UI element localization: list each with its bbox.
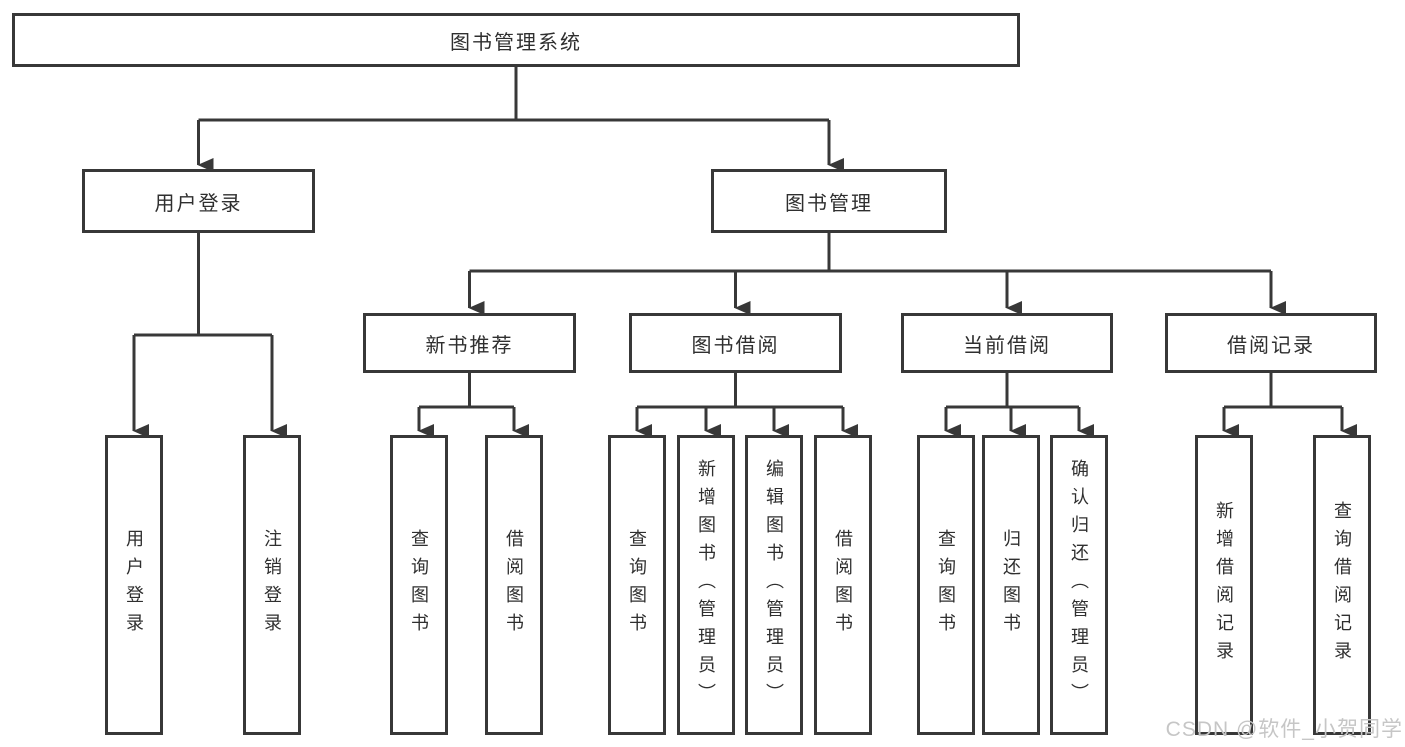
node-borrowing-records-label: 借阅记录 — [1227, 334, 1315, 357]
node-leaf-current-return-books: 归还图书 — [982, 435, 1040, 735]
node-book-borrowing-label: 图书借阅 — [691, 334, 780, 357]
csdn-watermark: CSDN @软件_小贺同学 — [1165, 718, 1403, 741]
node-current-borrowing: 当前借阅 — [901, 313, 1113, 373]
node-leaf-user-login: 用户登录 — [105, 435, 163, 735]
node-new-book-recommend: 新书推荐 — [363, 313, 576, 373]
node-book-borrowing: 图书借阅 — [629, 313, 842, 373]
node-new-book-recommend-label: 新书推荐 — [425, 334, 514, 357]
node-leaf-borrow-edit-books-admin: 编辑图书（管理员） — [745, 435, 803, 735]
node-root-label: 图书管理系统 — [450, 31, 582, 54]
node-leaf-record-query-record: 查询借阅记录 — [1313, 435, 1371, 735]
node-leaf-newbook-borrow-books: 借阅图书 — [485, 435, 543, 735]
node-leaf-current-query-books: 查询图书 — [917, 435, 975, 735]
node-leaf-borrow-query-books: 查询图书 — [608, 435, 666, 735]
node-leaf-current-confirm-return-admin: 确认归还（管理员） — [1050, 435, 1108, 735]
node-leaf-borrow-add-books-admin: 新增图书（管理员） — [677, 435, 735, 735]
node-book-management-label: 图书管理 — [785, 192, 873, 215]
node-leaf-newbook-query-books: 查询图书 — [390, 435, 448, 735]
node-user-login: 用户登录 — [82, 169, 315, 233]
node-borrowing-records: 借阅记录 — [1165, 313, 1377, 373]
node-user-login-label: 用户登录 — [154, 192, 243, 215]
node-book-management: 图书管理 — [711, 169, 947, 233]
node-root-system: 图书管理系统 — [12, 13, 1020, 67]
node-leaf-borrow-borrow-books: 借阅图书 — [814, 435, 872, 735]
node-leaf-record-add-record: 新增借阅记录 — [1195, 435, 1253, 735]
node-leaf-logout: 注销登录 — [243, 435, 301, 735]
node-current-borrowing-label: 当前借阅 — [963, 334, 1051, 357]
